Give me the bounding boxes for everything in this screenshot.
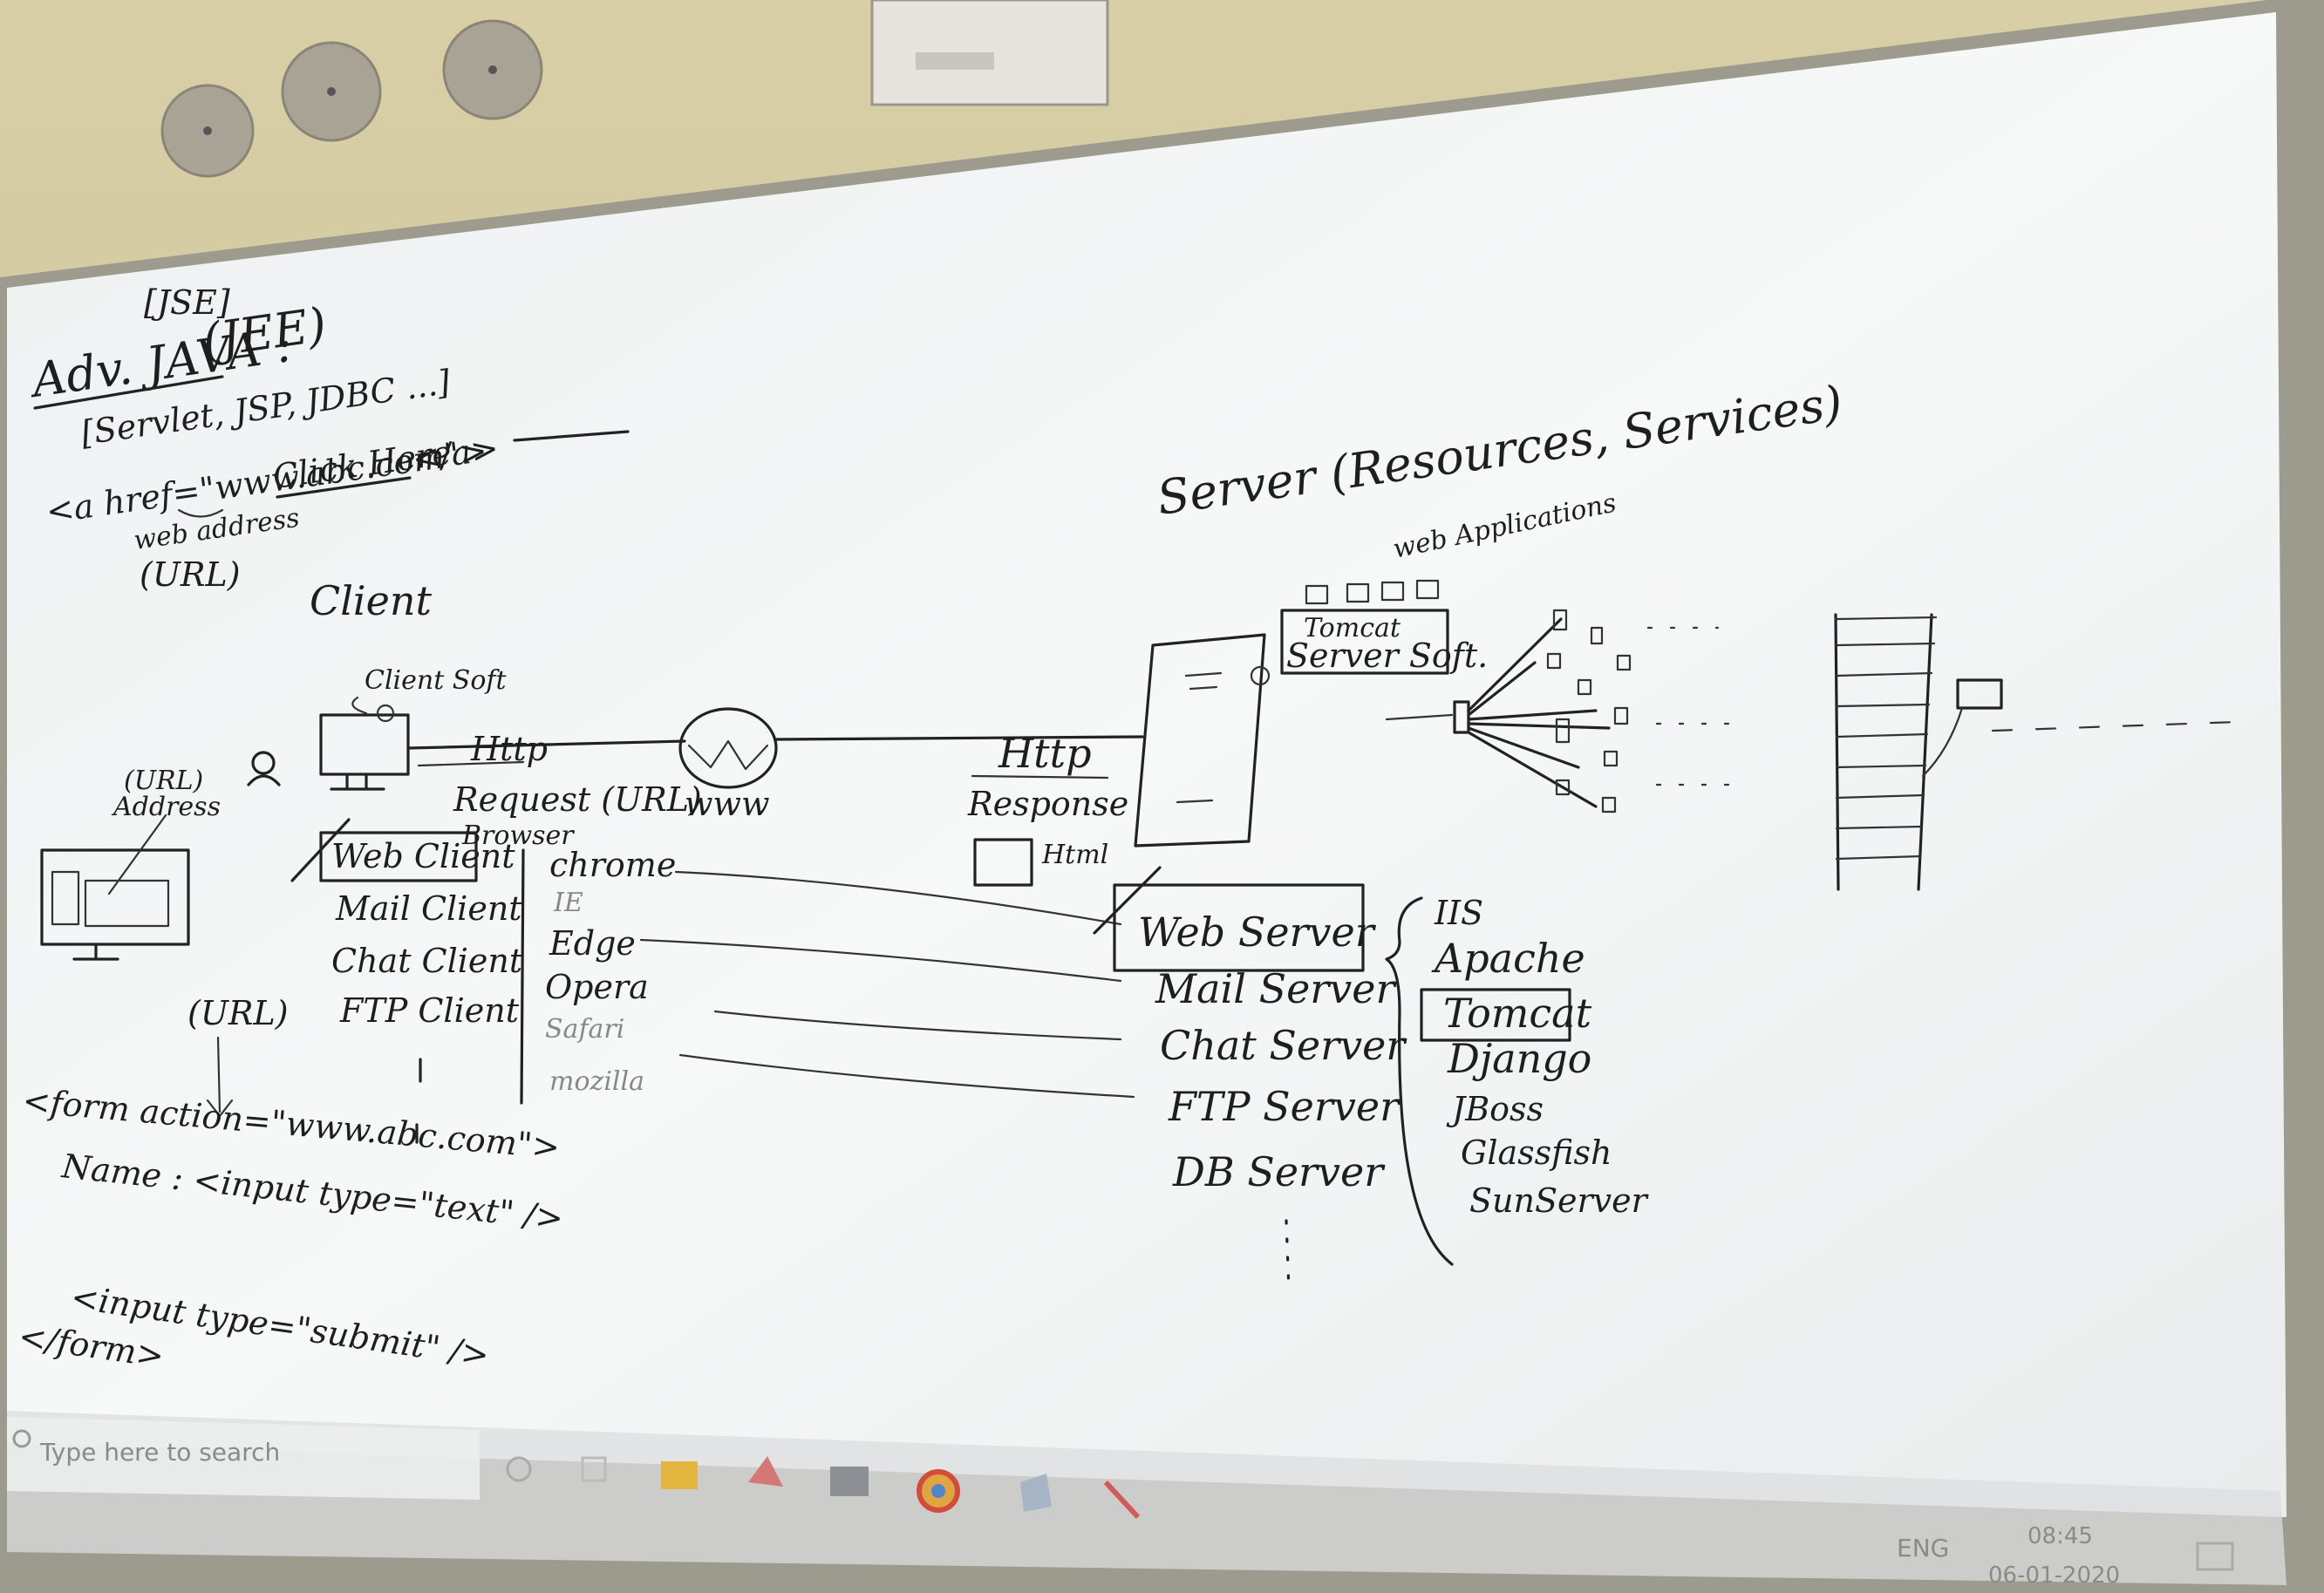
remote-computer-icon <box>1956 678 2003 710</box>
ftp-server-label: FTP Server <box>1168 1083 1401 1130</box>
http-response-label: Http <box>998 730 1092 777</box>
tomcat-box-label: Tomcat <box>1304 613 1401 643</box>
browser-mozilla: mozilla <box>549 1066 644 1097</box>
web-server-apache: Apache <box>1431 935 1585 982</box>
www-label: www <box>685 785 770 823</box>
cortana-icon[interactable] <box>506 1456 532 1482</box>
mail-client-label: Mail Client <box>335 889 522 928</box>
projector-device <box>870 0 1109 106</box>
web-server-jboss: JBoss <box>1446 1090 1544 1128</box>
html-label: Html <box>1041 840 1108 870</box>
request-url-label: Request (URL) <box>453 780 702 819</box>
ftp-client-label: FTP Client <box>339 991 520 1030</box>
response-label: Response <box>967 785 1128 823</box>
chat-server-label: Chat Server <box>1160 1022 1407 1069</box>
html-document-sketch <box>973 838 1033 887</box>
client-url-label: (URL) <box>124 766 203 796</box>
www-globe <box>678 707 778 789</box>
web-server-label: Web Server <box>1138 909 1377 956</box>
web-server-sunserver: SunServer <box>1469 1181 1650 1220</box>
web-client-label: Web Client <box>331 837 515 875</box>
client-title: Client <box>310 577 432 624</box>
chat-client-label: Chat Client <box>331 942 523 980</box>
server-gear-icon <box>1250 665 1271 686</box>
db-server-label: DB Server <box>1172 1148 1386 1195</box>
search-icon <box>12 1429 31 1448</box>
client-soft-label: Client Soft <box>365 665 508 696</box>
web-server-django: Django <box>1447 1035 1591 1082</box>
snipping-tool-icon[interactable] <box>1103 1480 1141 1520</box>
tomcat-highlight-box <box>1420 988 1571 1042</box>
task-view-icon[interactable] <box>581 1456 607 1482</box>
projected-taskbar: Type here to search ENG 08:45 06-01-2020 <box>7 1411 2287 1589</box>
browser-chrome: chrome <box>549 846 676 884</box>
mail-server-label: Mail Server <box>1155 965 1398 1012</box>
browser-opera: Opera <box>545 968 649 1006</box>
app-icon-red[interactable] <box>748 1456 783 1487</box>
browser-ie: IE <box>553 888 583 918</box>
browser-window-sketch <box>40 848 190 946</box>
url-label-top: (URL) <box>140 555 241 594</box>
taskbar-search-placeholder: Type here to search <box>39 1438 280 1467</box>
browser-label: Browser <box>461 820 575 851</box>
notepad-icon[interactable] <box>1020 1474 1052 1512</box>
tomcat-server-soft-box <box>1280 609 1449 675</box>
browser-safari: Safari <box>545 1014 624 1045</box>
form-url-label: (URL) <box>187 994 289 1032</box>
web-client-box <box>319 831 478 882</box>
web-server-tomcat: Tomcat <box>1443 990 1592 1037</box>
web-app-node <box>1453 700 1470 734</box>
ceiling-speakers <box>160 19 543 178</box>
user-icon <box>251 751 276 775</box>
notification-icon[interactable] <box>2196 1542 2234 1571</box>
server-tower <box>1134 633 1266 848</box>
clock-time[interactable]: 08:45 <box>2028 1523 2093 1549</box>
server-soft-label: Server Soft. <box>1286 637 1488 675</box>
client-computer <box>319 713 410 776</box>
jse-label: [JSE] <box>144 283 230 322</box>
web-server-iis: IIS <box>1434 894 1483 932</box>
network-diagram: Http Request (URL) www Http Response Htm… <box>406 707 1144 887</box>
web-server-box <box>1113 883 1365 972</box>
clock-date[interactable]: 06-01-2020 <box>1988 1562 2120 1589</box>
file-explorer-icon[interactable] <box>661 1461 698 1489</box>
taskbar-search-box[interactable] <box>7 1417 480 1500</box>
client-section: Client Client Soft (URL) Address Web Cli… <box>40 577 676 1144</box>
language-indicator[interactable]: ENG <box>1897 1534 1949 1562</box>
app-icon-gray[interactable] <box>830 1467 869 1496</box>
web-server-glassfish: Glassfish <box>1461 1133 1612 1172</box>
browser-edge: Edge <box>549 924 636 963</box>
client-gear-icon <box>376 704 395 723</box>
client-address-label: Address <box>111 792 221 822</box>
whiteboard-surface <box>7 12 2287 1517</box>
